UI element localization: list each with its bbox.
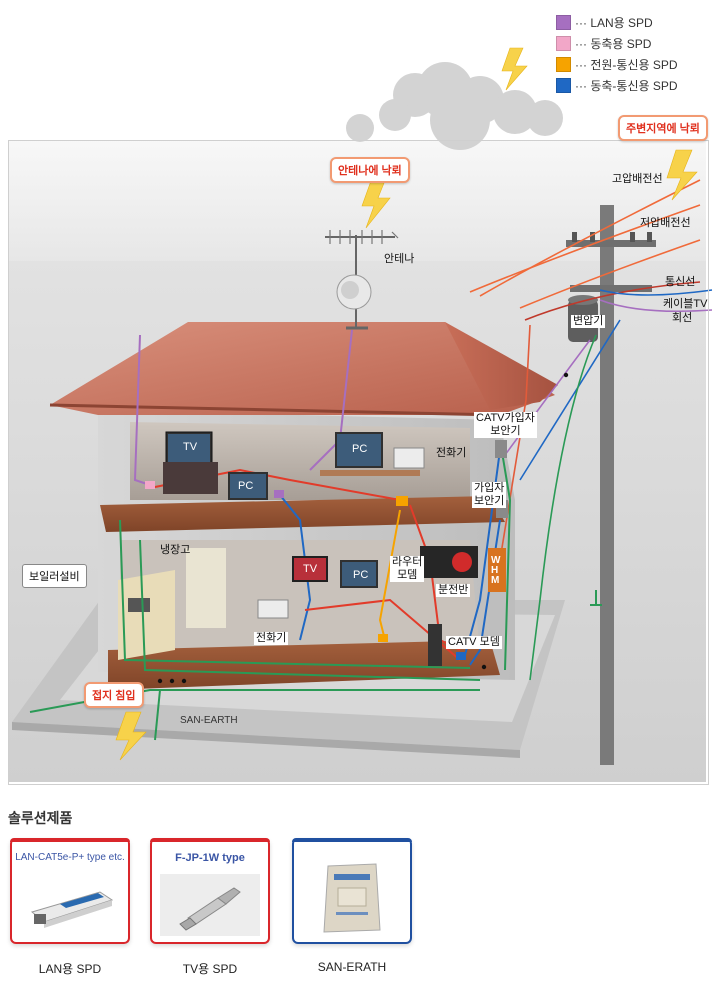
pc-lower-screen: PC xyxy=(353,569,369,581)
legend: ··· LAN용 SPD ··· 동축용 SPD ··· 전원-통신용 SPD … xyxy=(556,12,678,96)
label-san-earth: SAN-EARTH xyxy=(180,715,238,726)
tv-lower-screen: TV xyxy=(303,563,318,575)
pc-upper-screen-2: PC xyxy=(352,443,368,455)
label-low-voltage-line: 저압배전선 xyxy=(640,217,691,229)
caption-san-earth: SAN-ERATH xyxy=(317,960,387,974)
legend-item-coax-spd: ··· 동축용 SPD xyxy=(556,33,678,54)
legend-item-power-comm-spd: ··· 전원-통신용 SPD xyxy=(556,54,678,75)
power-comm-spd-swatch xyxy=(556,57,571,72)
callout-nearby-strike: 주변지역에 낙뢰 xyxy=(618,115,708,141)
card-accent xyxy=(10,838,130,842)
pc-upper-screen: PC xyxy=(238,480,254,492)
label-cable-tv-line: 케이블TV xyxy=(663,298,708,310)
card-accent xyxy=(150,838,270,842)
legend-label: ··· LAN용 SPD xyxy=(575,16,653,30)
label-cable-tv-line-2: 회선 xyxy=(672,312,693,324)
legend-label: ··· 동축-통신용 SPD xyxy=(575,79,678,93)
legend-item-lan-spd: ··· LAN용 SPD xyxy=(556,12,678,33)
card-border xyxy=(292,838,412,944)
coax-spd-swatch xyxy=(556,36,571,51)
house-illustration xyxy=(9,47,713,782)
product-card-san-earth[interactable] xyxy=(292,838,412,944)
card-border xyxy=(150,838,270,944)
label-transformer: 변압기 xyxy=(571,315,606,328)
label-catv-protector-line2: 보안기 xyxy=(490,425,521,437)
lightning-protection-diagram: ··· LAN용 SPD ··· 동축용 SPD ··· 전원-통신용 SPD … xyxy=(8,12,713,785)
tv-spd-image xyxy=(160,874,260,936)
product-card-tv-spd[interactable]: F-JP-1W type xyxy=(150,838,270,944)
label-router-modem-line1: 라우터 xyxy=(392,556,423,568)
label-telecom-line: 통신선 xyxy=(665,276,696,288)
caption-lan-spd: LAN용 SPD xyxy=(38,962,102,976)
solutions-title: 솔루션제품 xyxy=(8,810,73,826)
caption-tv-spd: TV용 SPD xyxy=(182,962,238,976)
product-header: F-JP-1W type xyxy=(175,852,245,864)
label-router-modem-line2: 모뎀 xyxy=(397,569,418,581)
product-header: LAN-CAT5e-P+ type etc. xyxy=(15,852,125,863)
legend-item-coax-comm-spd: ··· 동축-통신용 SPD xyxy=(556,75,678,96)
lan-spd-image xyxy=(20,874,120,936)
label-subscriber-protector-line1: 가입자 xyxy=(474,482,505,494)
card-accent xyxy=(292,838,412,842)
lan-spd-swatch xyxy=(556,15,571,30)
coax-comm-spd-swatch xyxy=(556,78,571,93)
callout-antenna-strike: 안테나에 낙뢰 xyxy=(330,157,410,183)
card-border xyxy=(10,838,130,944)
label-refrigerator: 냉장고 xyxy=(160,544,191,556)
label-catv-protector-line1: CATV가입자 xyxy=(476,412,535,424)
san-earth-bag-image xyxy=(302,858,402,936)
label-subscriber-protector-line2: 보안기 xyxy=(474,495,505,507)
label-catv-modem: CATV 모뎀 xyxy=(446,636,502,649)
label-telephone-lower: 전화기 xyxy=(254,632,289,645)
callout-ground-intrusion: 접지 침입 xyxy=(84,682,144,708)
label-boiler: 보일러설비 xyxy=(22,564,87,588)
legend-label: ··· 전원-통신용 SPD xyxy=(575,58,678,72)
label-antenna: 안테나 xyxy=(384,253,415,265)
label-telephone-upper: 전화기 xyxy=(436,447,467,459)
label-distribution-panel: 분전반 xyxy=(436,584,471,597)
legend-label: ··· 동축용 SPD xyxy=(575,37,652,51)
label-watt-hour-meter: WHM xyxy=(491,555,501,586)
label-high-voltage-line: 고압배전선 xyxy=(612,173,663,185)
tv-upper-screen: TV xyxy=(183,441,198,453)
product-card-lan-spd[interactable]: LAN-CAT5e-P+ type etc. xyxy=(10,838,130,944)
